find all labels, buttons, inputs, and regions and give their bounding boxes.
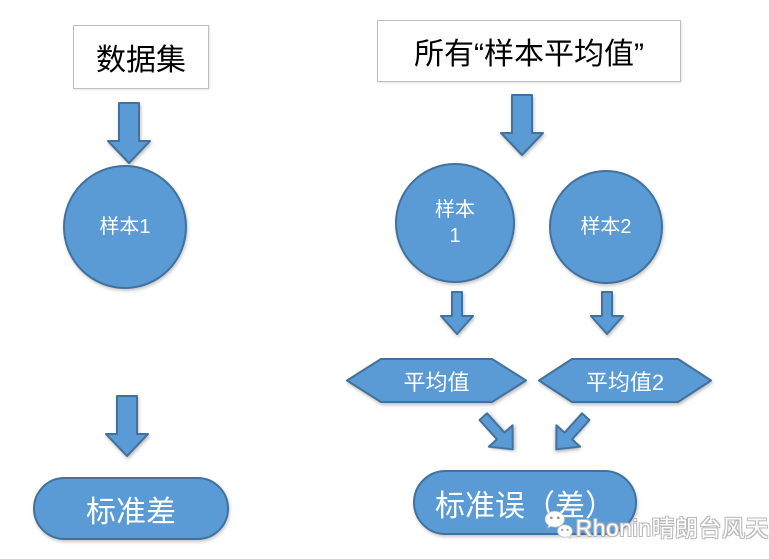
down-arrow-icon xyxy=(440,291,474,335)
std-dev-pill: 标准差 xyxy=(33,477,229,540)
down-arrow-icon xyxy=(500,94,544,156)
mean1-hexagon: 平均值 xyxy=(345,357,528,404)
all-sample-means-box: 所有“样本平均值” xyxy=(377,20,681,82)
down-left-arrow-icon xyxy=(555,412,591,451)
down-arrow-icon xyxy=(590,291,624,335)
down-right-arrow-icon xyxy=(478,412,514,451)
mean2-hexagon: 平均值2 xyxy=(537,357,713,404)
sample2-circle: 样本2 xyxy=(549,170,663,284)
mean1-label: 平均值 xyxy=(403,369,470,395)
watermark-text: Rhonin晴朗台风天 xyxy=(575,515,769,541)
std-dev-label: 标准差 xyxy=(86,495,176,529)
down-arrow-icon xyxy=(107,102,151,164)
sample1-circle-left: 样本1 xyxy=(63,165,187,289)
hexagon-shape xyxy=(346,358,527,403)
wechat-chat-bubbles-icon xyxy=(544,510,573,539)
hexagon-shape xyxy=(538,358,712,403)
std-err-label: 标准误（差） xyxy=(435,489,615,523)
std-err-pill: 标准误（差） xyxy=(413,470,637,535)
sample1-right-label-line1: 样本 xyxy=(435,199,475,221)
dataset-label: 数据集 xyxy=(96,44,186,77)
down-arrow-icon xyxy=(105,395,149,457)
watermark: Rhonin晴朗台风天 xyxy=(542,503,769,549)
all-sample-means-label: 所有“样本平均值” xyxy=(414,38,644,71)
dataset-box: 数据集 xyxy=(73,25,209,89)
sample1-circle-right: 样本 1 xyxy=(395,163,515,283)
sample1-right-label-line2: 1 xyxy=(449,225,461,247)
mean2-label: 平均值2 xyxy=(585,369,665,395)
sample1-left-label: 样本1 xyxy=(99,216,151,238)
sample2-label: 样本2 xyxy=(580,216,632,238)
